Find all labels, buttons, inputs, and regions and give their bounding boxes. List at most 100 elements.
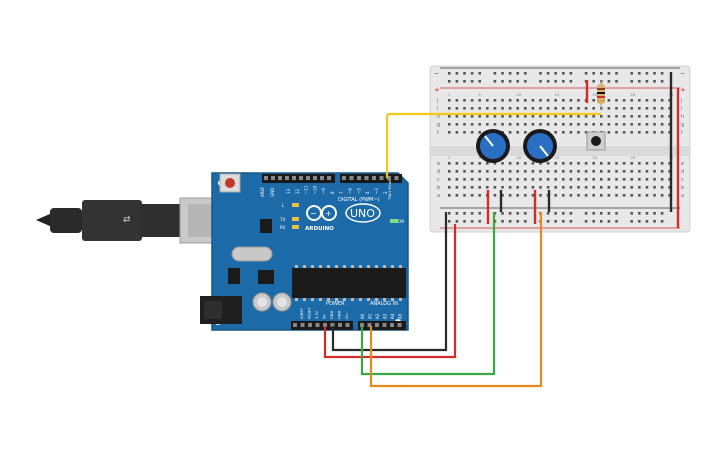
breadboard-hole[interactable] [448, 131, 451, 134]
breadboard-hole[interactable] [539, 178, 542, 181]
rail-hole[interactable] [508, 212, 512, 215]
breadboard-hole[interactable] [592, 186, 595, 189]
breadboard-hole[interactable] [448, 162, 451, 165]
breadboard-hole[interactable] [508, 123, 512, 126]
breadboard-hole[interactable] [486, 186, 489, 189]
breadboard-hole[interactable] [562, 131, 565, 134]
rail-hole[interactable] [638, 72, 641, 75]
breadboard-hole[interactable] [577, 178, 580, 181]
breadboard-hole[interactable] [546, 99, 550, 102]
rail-hole[interactable] [607, 212, 611, 215]
header-pin[interactable] [394, 176, 399, 180]
rail-hole[interactable] [615, 212, 618, 215]
rail-hole[interactable] [645, 212, 649, 215]
breadboard-hole[interactable] [531, 162, 535, 165]
rail-hole[interactable] [470, 72, 474, 75]
breadboard-hole[interactable] [448, 186, 451, 189]
header-pin[interactable] [278, 176, 282, 180]
breadboard-hole[interactable] [470, 162, 474, 165]
rail-hole[interactable] [562, 80, 565, 83]
breadboard-hole[interactable] [524, 186, 527, 189]
breadboard-hole[interactable] [630, 107, 633, 110]
breadboard-hole[interactable] [615, 115, 618, 118]
breadboard-hole[interactable] [592, 194, 595, 197]
breadboard-hole[interactable] [562, 162, 565, 165]
breadboard-hole[interactable] [630, 194, 633, 197]
header-pin[interactable] [313, 176, 317, 180]
breadboard-hole[interactable] [546, 115, 550, 118]
breadboard-hole[interactable] [562, 178, 565, 181]
breadboard-hole[interactable] [539, 170, 542, 173]
breadboard-hole[interactable] [668, 115, 671, 118]
breadboard-hole[interactable] [478, 115, 481, 118]
rail-hole[interactable] [660, 220, 664, 223]
rail-hole[interactable] [569, 220, 573, 223]
breadboard-hole[interactable] [615, 178, 618, 181]
breadboard-hole[interactable] [668, 170, 671, 173]
breadboard-hole[interactable] [478, 107, 481, 110]
rail-hole[interactable] [653, 80, 656, 83]
rail-hole[interactable] [463, 212, 466, 215]
breadboard-hole[interactable] [668, 194, 671, 197]
header-pin[interactable] [345, 323, 350, 327]
breadboard-hole[interactable] [455, 123, 459, 126]
breadboard-hole[interactable] [455, 194, 459, 197]
breadboard-hole[interactable] [584, 123, 588, 126]
breadboard-hole[interactable] [516, 107, 519, 110]
breadboard-hole[interactable] [501, 107, 504, 110]
breadboard-hole[interactable] [660, 162, 664, 165]
rail-hole[interactable] [660, 212, 664, 215]
rail-hole[interactable] [524, 72, 527, 75]
breadboard-hole[interactable] [592, 99, 595, 102]
breadboard-hole[interactable] [486, 170, 489, 173]
header-pin[interactable] [379, 176, 384, 180]
breadboard-hole[interactable] [448, 99, 451, 102]
header-pin[interactable] [330, 323, 335, 327]
wire-green-a0[interactable] [360, 212, 496, 376]
breadboard-hole[interactable] [455, 178, 459, 181]
breadboard-hole[interactable] [584, 178, 588, 181]
breadboard-hole[interactable] [638, 99, 641, 102]
breadboard-hole[interactable] [501, 194, 504, 197]
breadboard-hole[interactable] [645, 194, 649, 197]
rail-hole[interactable] [584, 72, 588, 75]
breadboard-hole[interactable] [630, 123, 633, 126]
rail-hole[interactable] [562, 212, 565, 215]
breadboard-hole[interactable] [653, 115, 656, 118]
breadboard-hole[interactable] [622, 194, 626, 197]
rail-hole[interactable] [516, 220, 519, 223]
breadboard-hole[interactable] [463, 162, 466, 165]
rail-hole[interactable] [501, 80, 504, 83]
breadboard-hole[interactable] [660, 170, 664, 173]
breadboard-hole[interactable] [546, 162, 550, 165]
rail-hole[interactable] [463, 72, 466, 75]
rail-hole[interactable] [592, 220, 595, 223]
rail-hole[interactable] [448, 80, 451, 83]
rail-hole[interactable] [645, 72, 649, 75]
breadboard-hole[interactable] [554, 170, 557, 173]
breadboard-hole[interactable] [615, 186, 618, 189]
header-pin[interactable] [382, 323, 387, 327]
breadboard-hole[interactable] [630, 115, 633, 118]
breadboard-hole[interactable] [463, 170, 466, 173]
header-pin[interactable] [375, 323, 379, 327]
breadboard-hole[interactable] [478, 131, 481, 134]
breadboard-hole[interactable] [554, 178, 557, 181]
digital-header-right[interactable] [340, 174, 402, 183]
rail-hole[interactable] [478, 72, 481, 75]
rail-hole[interactable] [501, 220, 504, 223]
breadboard-hole[interactable] [577, 186, 580, 189]
rail-hole[interactable] [607, 80, 611, 83]
breadboard-hole[interactable] [638, 162, 641, 165]
header-pin[interactable] [367, 323, 372, 327]
breadboard-hole[interactable] [539, 99, 542, 102]
breadboard-hole[interactable] [493, 115, 497, 118]
breadboard-hole[interactable] [470, 107, 474, 110]
breadboard-hole[interactable] [577, 107, 580, 110]
breadboard-hole[interactable] [501, 186, 504, 189]
breadboard-hole[interactable] [486, 115, 489, 118]
rail-hole[interactable] [554, 80, 557, 83]
breadboard-hole[interactable] [531, 115, 535, 118]
breadboard-hole[interactable] [638, 123, 641, 126]
breadboard-hole[interactable] [516, 170, 519, 173]
